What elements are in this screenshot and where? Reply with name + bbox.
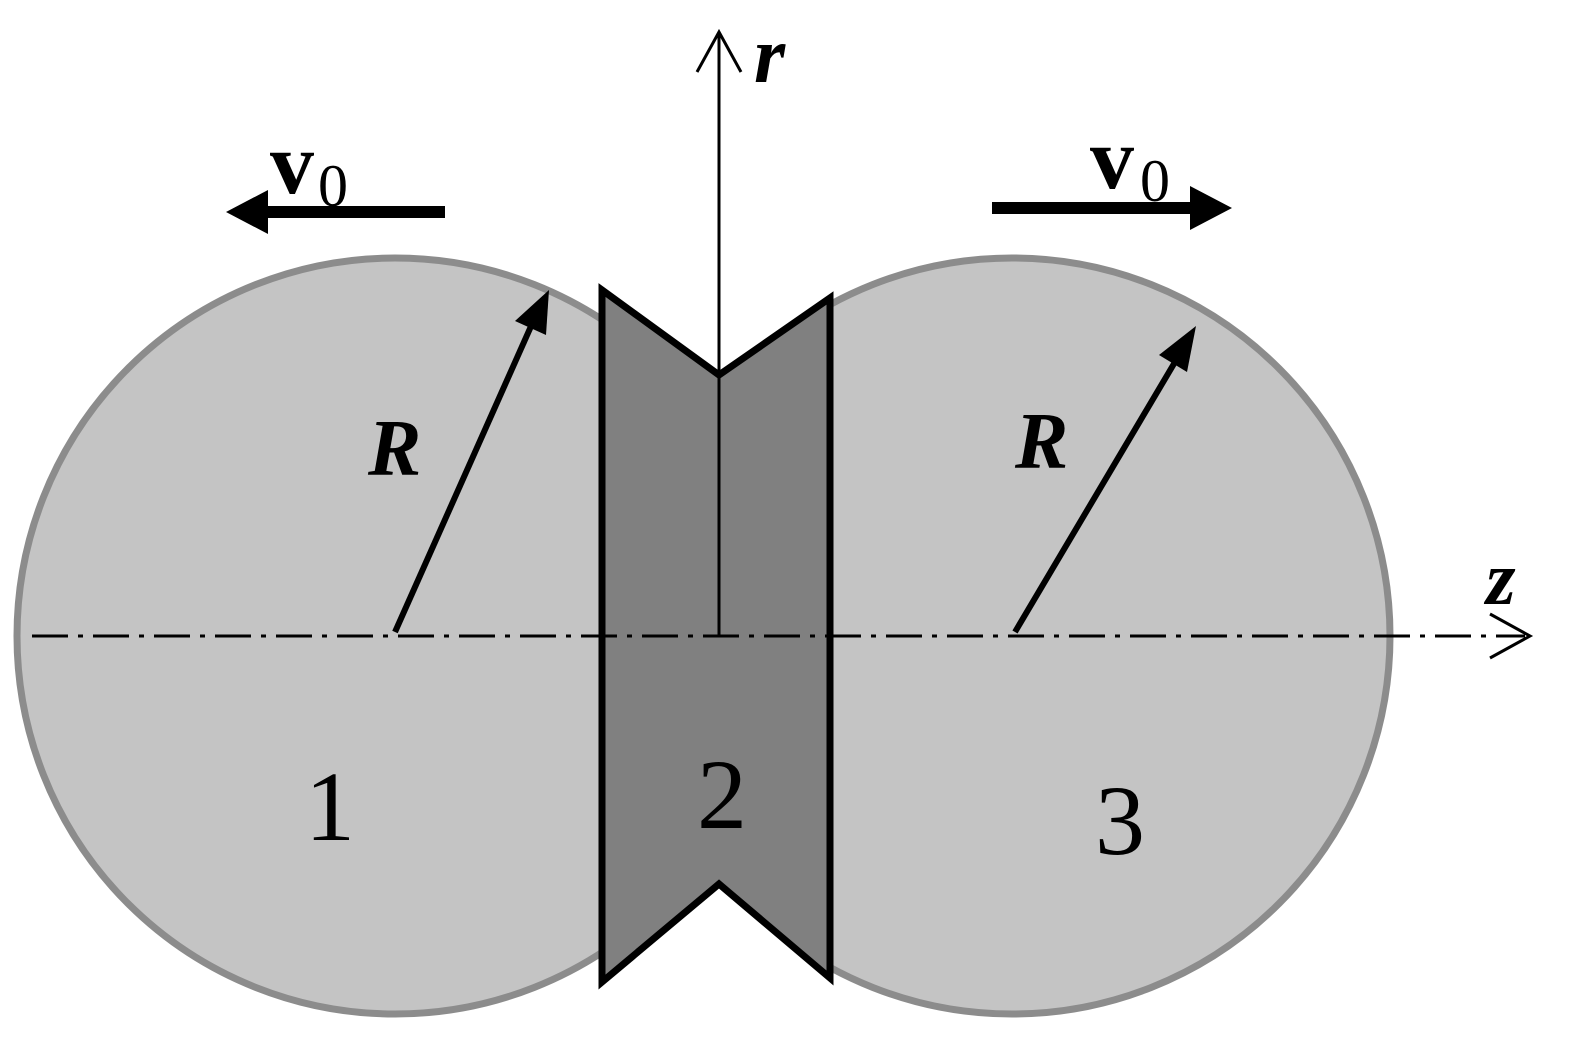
- velocity-label-right: v 0: [1090, 111, 1170, 214]
- r-axis-arrowhead: [695, 28, 743, 73]
- r-axis-label: r: [754, 12, 786, 100]
- radius-arrowhead-right: [1159, 326, 1196, 372]
- region-label-2: 2: [697, 739, 747, 850]
- velocity-arrowhead-right: [1190, 186, 1232, 230]
- velocity-subscript-right: 0: [1140, 148, 1170, 214]
- velocity-symbol-right: v: [1090, 111, 1134, 208]
- velocity-label-left: v 0: [270, 116, 348, 219]
- region-label-1: 1: [305, 751, 355, 862]
- radius-arrow-right: [1012, 360, 1178, 634]
- velocity-arrowhead-left: [226, 190, 268, 234]
- z-axis-label: z: [1483, 537, 1516, 621]
- velocity-subscript-left: 0: [318, 153, 348, 219]
- radius-arrowhead-left: [515, 290, 549, 335]
- z-axis-arrowhead: [1489, 612, 1534, 660]
- region-label-3: 3: [1095, 765, 1145, 876]
- radius-label-right: R: [1014, 398, 1068, 486]
- radius-arrow-left: [392, 322, 535, 634]
- velocity-symbol-left: v: [270, 116, 314, 213]
- radius-label-left: R: [367, 405, 421, 493]
